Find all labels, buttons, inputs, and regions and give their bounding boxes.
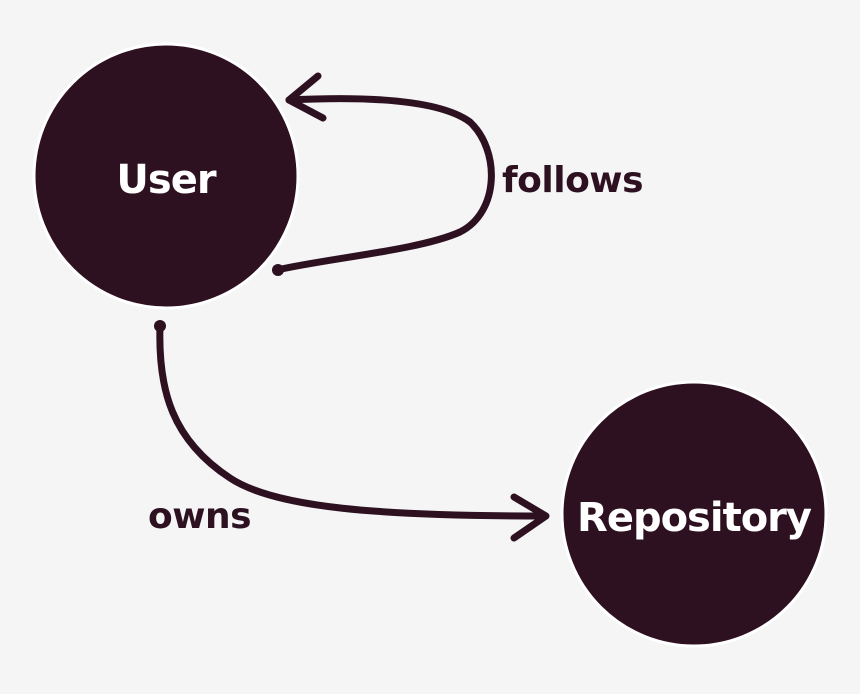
edge-owns: owns (148, 320, 550, 542)
owns-arrow-line (156, 322, 549, 520)
user-node-label: User (116, 157, 216, 203)
user-node-circle (32, 42, 300, 310)
owns-arrowhead (510, 493, 550, 542)
owns-edge-label: owns (148, 496, 251, 537)
follows-arrow-line (273, 95, 495, 274)
node-user: User (32, 42, 300, 310)
node-repository: Repository (560, 380, 828, 648)
repository-node-circle (560, 380, 828, 648)
edge-follows: follows (272, 72, 644, 276)
repository-node-label: Repository (577, 495, 812, 541)
follows-arrow-tail-dot (272, 264, 284, 276)
owns-arrow-tail-dot (154, 320, 166, 332)
follows-arrowhead (285, 72, 327, 122)
follows-edge-label: follows (502, 160, 643, 201)
